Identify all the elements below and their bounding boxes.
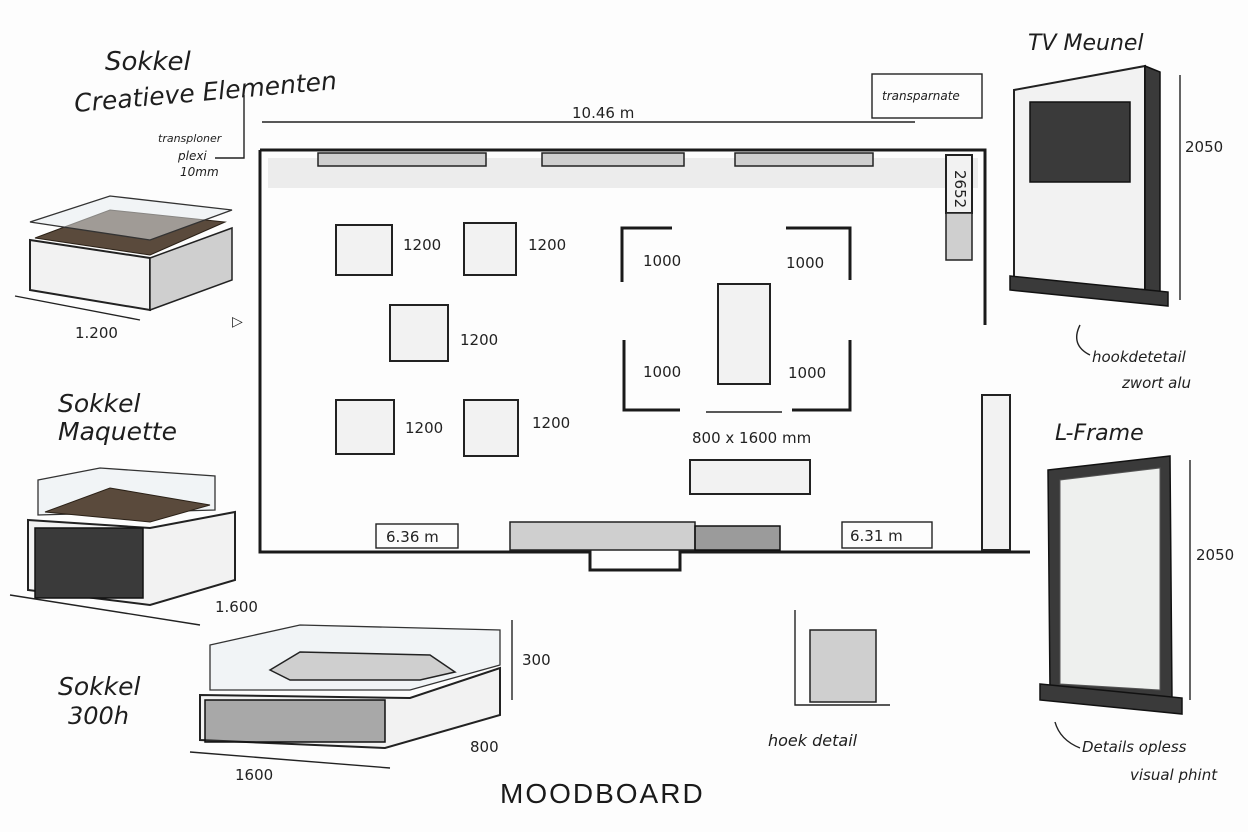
plinth-label: 1200 xyxy=(403,236,441,254)
bench xyxy=(689,459,811,495)
sokkel-300h: Sokkel 300h 300 800 1600 xyxy=(58,620,551,784)
note-hookdetail: hookdetetail xyxy=(1092,348,1187,366)
bottom-right-dim: 6.31 m xyxy=(850,527,903,545)
dim-1200-creative: 1.200 xyxy=(75,324,118,342)
label-sokkel-3: Sokkel xyxy=(58,672,141,701)
plinth-label: 1200 xyxy=(532,414,570,432)
plinth-3 xyxy=(389,304,449,362)
floor-plan: 10.46 m transparnate 2652 1200 1200 1200… xyxy=(258,73,1030,572)
bottom-left-dim: 6.36 m xyxy=(386,528,439,546)
label-sokkel: Sokkel xyxy=(105,47,192,77)
corner-label: 1000 xyxy=(643,363,681,381)
arrow-icon: ▷ xyxy=(232,314,243,330)
dim-1600-maquette: 1.600 xyxy=(215,598,258,616)
sokkel-maquette: Sokkel Maquette 1.600 xyxy=(9,389,258,626)
note-10mm: 10mm xyxy=(180,165,219,179)
page-title: MOODBOARD xyxy=(500,778,705,809)
transparent-note-box xyxy=(871,73,983,119)
plinth-5 xyxy=(463,399,519,457)
corner-label: 1000 xyxy=(788,364,826,382)
dim-1600-low: 1600 xyxy=(235,766,273,784)
tv-height: 2050 xyxy=(1185,138,1223,156)
corner-label: 1000 xyxy=(786,254,824,272)
plinth-1 xyxy=(335,224,393,276)
note-details: Details opless xyxy=(1082,738,1187,756)
corner-frame-4 xyxy=(792,340,852,412)
lframe-height: 2050 xyxy=(1196,546,1234,564)
corner-frame-1 xyxy=(620,226,672,282)
tv-meubel: TV Meunel 2050 hookdetetail zwort alu xyxy=(1009,31,1223,392)
hoek-detail: hoek detail xyxy=(768,610,890,750)
plinth-label: 1200 xyxy=(460,331,498,349)
plinth-4 xyxy=(335,399,395,455)
plinth-label: 1200 xyxy=(405,419,443,437)
note-zwort-alu: zwort alu xyxy=(1121,374,1191,392)
label-tv-meubel: TV Meunel xyxy=(1028,31,1144,56)
corner-frame-3 xyxy=(622,340,680,412)
note-transparent: transparnate xyxy=(882,89,960,103)
dim-300: 300 xyxy=(522,651,551,669)
center-label: 800 x 1600 mm xyxy=(692,429,811,447)
note-transploner: transploner xyxy=(158,132,223,145)
plinth-2 xyxy=(463,222,517,276)
side-label-2652: 2652 xyxy=(951,170,969,208)
dim-800: 800 xyxy=(470,738,499,756)
leader-line xyxy=(215,95,245,159)
corner-frame-2 xyxy=(786,226,852,280)
plinth-label: 1200 xyxy=(528,236,566,254)
label-sokkel-2: Sokkel xyxy=(58,389,141,418)
label-300h: 300h xyxy=(68,702,129,730)
l-frame: L-Frame 2050 Details opless visual phint xyxy=(1039,421,1234,784)
floorplan-width: 10.46 m xyxy=(572,104,634,122)
label-hoek-detail: hoek detail xyxy=(768,731,858,750)
corner-label: 1000 xyxy=(643,252,681,270)
label-l-frame: L-Frame xyxy=(1055,421,1144,446)
note-visual: visual phint xyxy=(1130,766,1218,784)
sokkel-creatieve-elementen: Sokkel Creatieve Elementen transploner p… xyxy=(14,47,338,342)
center-plinth xyxy=(717,283,771,385)
note-plexi: plexi xyxy=(177,149,207,163)
label-maquette: Maquette xyxy=(58,417,177,446)
